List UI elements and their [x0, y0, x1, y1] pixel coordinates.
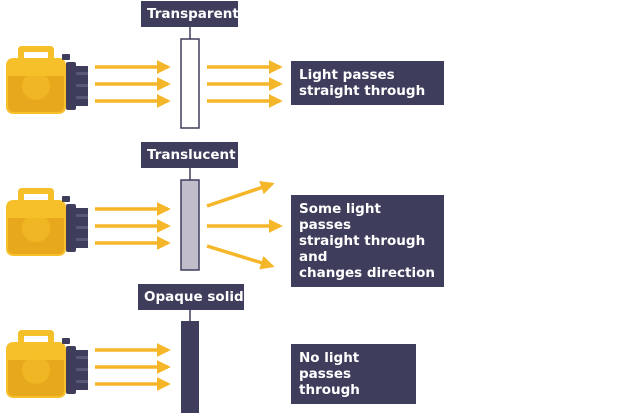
- description-opaque: No light passes through: [291, 344, 416, 404]
- row-translucent: [6, 167, 283, 271]
- description-line: through: [299, 382, 360, 398]
- description-line: Light passes: [299, 67, 395, 83]
- outgoing-rays: [206, 180, 283, 270]
- incoming-rays: [95, 60, 171, 108]
- label-transparent: Transparent: [141, 1, 239, 27]
- ray-arrow-down: [206, 244, 275, 270]
- torch-icon: [6, 46, 88, 114]
- description-transparent: Light passes straight through: [291, 61, 444, 105]
- incoming-rays: [95, 202, 171, 250]
- incoming-rays: [95, 343, 171, 391]
- description-line: No light passes: [299, 350, 360, 382]
- translucent-block: [180, 179, 200, 271]
- transparent-block: [180, 38, 200, 129]
- torch-icon: [6, 330, 88, 398]
- description-line: changes direction: [299, 265, 435, 281]
- row-opaque: [6, 308, 199, 413]
- description-line: straight through and: [299, 233, 426, 265]
- label-translucent: Translucent: [141, 142, 238, 168]
- row-transparent: [6, 26, 283, 129]
- torch-icon: [6, 188, 88, 256]
- description-translucent: Some light passes straight through and c…: [291, 195, 444, 287]
- description-line: Some light passes: [299, 201, 381, 233]
- ray-arrow-up: [206, 180, 275, 208]
- label-opaque-solid: Opaque solid: [138, 284, 244, 310]
- description-line: straight through: [299, 83, 426, 99]
- outgoing-rays: [207, 60, 283, 108]
- opaque-block: [181, 321, 199, 413]
